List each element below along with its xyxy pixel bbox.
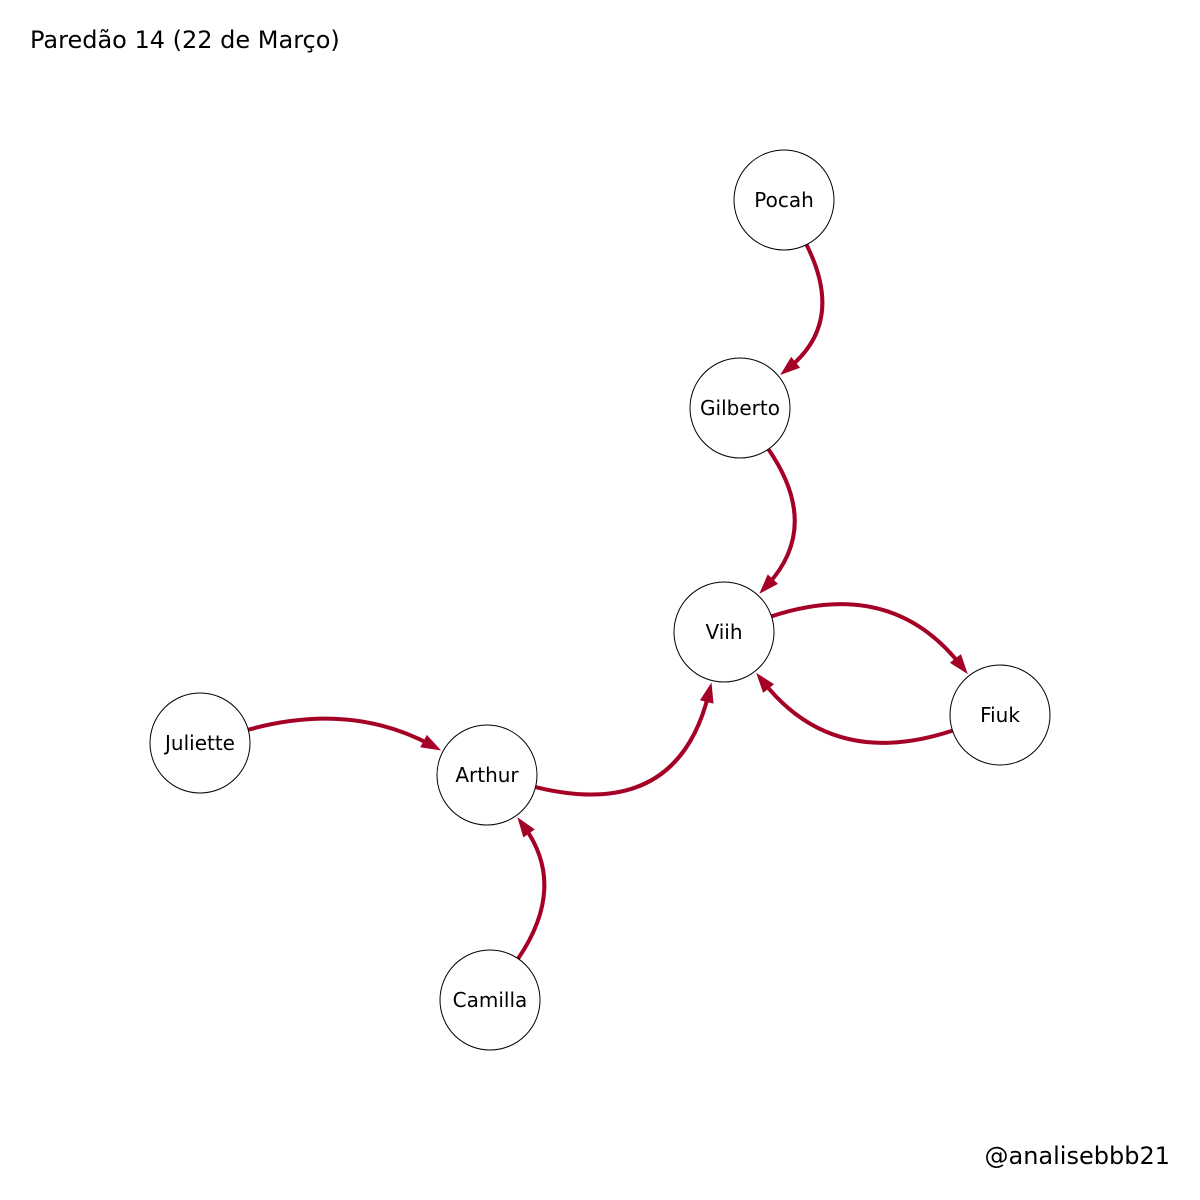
arrowhead	[949, 654, 968, 675]
edges-layer	[246, 242, 968, 961]
node-pocah: Pocah	[733, 149, 835, 251]
node-label: Fiuk	[980, 703, 1020, 727]
node-label: Gilberto	[700, 396, 780, 420]
node-camilla: Camilla	[439, 949, 541, 1051]
node-label: Pocah	[754, 188, 814, 212]
edge-arthur-to-viih	[533, 682, 714, 797]
edge-gilberto-to-viih	[759, 447, 797, 594]
node-fiuk: Fiuk	[949, 664, 1051, 766]
edge-pocah-to-gilberto	[780, 242, 825, 375]
node-circle	[689, 357, 791, 459]
nodes-layer: PocahGilbertoViihFiukJulietteArthurCamil…	[149, 149, 1051, 1051]
node-label: Camilla	[453, 988, 528, 1012]
node-gilberto: Gilberto	[689, 357, 791, 459]
arrowhead	[780, 356, 801, 375]
node-viih: Viih	[673, 581, 775, 683]
node-circle	[673, 581, 775, 683]
edge-fiuk-to-viih	[756, 672, 955, 745]
page-title: Paredão 14 (22 de Março)	[30, 26, 340, 54]
arrowhead	[517, 817, 535, 838]
node-circle	[439, 949, 541, 1051]
node-circle	[733, 149, 835, 251]
edge-viih-to-fiuk	[769, 602, 968, 675]
arrowhead	[759, 574, 779, 594]
node-arthur: Arthur	[436, 724, 538, 826]
edge-camilla-to-arthur	[516, 817, 547, 961]
node-label: Arthur	[455, 763, 519, 787]
arrowhead	[699, 682, 714, 704]
node-circle	[149, 692, 251, 794]
node-juliette: Juliette	[149, 692, 251, 794]
arrowhead	[756, 672, 775, 693]
node-circle	[949, 664, 1051, 766]
node-label: Juliette	[163, 731, 235, 755]
credit-handle: @analisebbb21	[984, 1142, 1170, 1170]
edge-juliette-to-arthur	[246, 716, 442, 751]
node-circle	[436, 724, 538, 826]
node-label: Viih	[705, 620, 742, 644]
arrowhead	[420, 734, 442, 751]
